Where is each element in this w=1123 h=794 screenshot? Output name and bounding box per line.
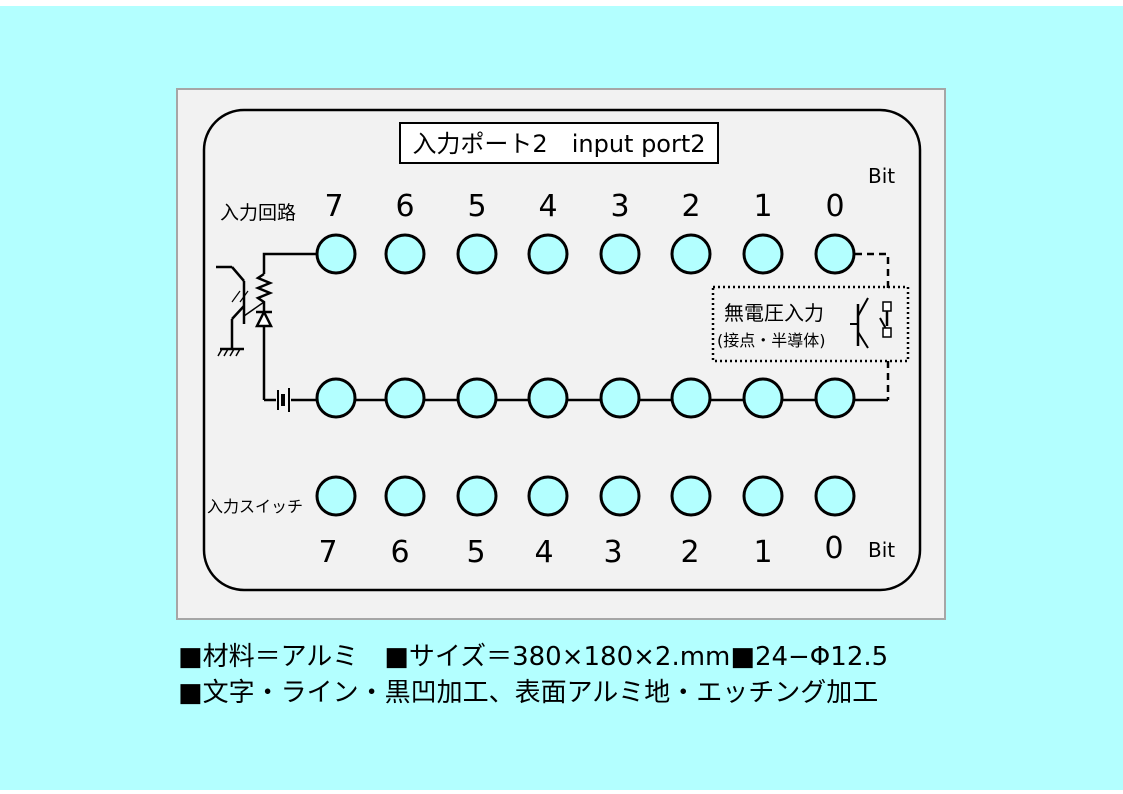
panel-diagram: 入力ポート2 input port2 Bit 入力回路 入力スイッチ Bit 7… xyxy=(202,108,922,592)
terminal-common-bit-4 xyxy=(527,377,569,419)
circuit-wiring xyxy=(216,252,891,402)
terminal-top-bit-4 xyxy=(527,233,569,275)
bit-numbers-top: 7 6 5 4 3 2 1 0 xyxy=(324,189,844,224)
bit-number-bottom-2: 2 xyxy=(680,535,699,570)
terminal-top-bit-3 xyxy=(599,233,641,275)
terminal-top-bit-7 xyxy=(315,233,357,275)
terminal-common-bit-7 xyxy=(315,377,357,419)
panel-title: 入力ポート2 input port2 xyxy=(412,130,705,158)
terminal-switch-bit-7 xyxy=(315,475,357,517)
contact-terminal-icon xyxy=(882,301,892,312)
bit-numbers-bottom: 7 6 5 4 3 2 1 0 xyxy=(318,531,843,570)
bit-number-bottom-3: 3 xyxy=(603,535,622,570)
bit-number-top-7: 7 xyxy=(324,189,343,224)
terminal-row-top xyxy=(315,233,856,275)
bit-label-bottom: Bit xyxy=(868,538,895,562)
bit-number-bottom-5: 5 xyxy=(466,535,485,570)
dry-contact-sub: (接点・半導体) xyxy=(717,331,826,350)
background: 入力ポート2 input port2 Bit 入力回路 入力スイッチ Bit 7… xyxy=(0,6,1123,790)
bit-number-top-1: 1 xyxy=(753,189,772,224)
terminal-switch-bit-0 xyxy=(814,475,856,517)
bit-number-top-3: 3 xyxy=(610,189,629,224)
bit-number-bottom-1: 1 xyxy=(753,535,772,570)
contact-terminal-icon xyxy=(882,327,892,338)
bit-label-top: Bit xyxy=(868,164,895,188)
spec-line-1: ■材料＝アルミ ■サイズ＝380×180×2.mm■24−Φ12.5 xyxy=(178,642,889,672)
bit-number-top-0: 0 xyxy=(825,189,844,224)
input-circuit-label: 入力回路 xyxy=(220,202,296,224)
bit-number-top-5: 5 xyxy=(467,189,486,224)
panel-border xyxy=(202,108,922,592)
bit-number-top-6: 6 xyxy=(395,189,414,224)
terminal-switch-bit-5 xyxy=(456,475,498,517)
dry-contact-label: 無電圧入力 xyxy=(724,301,824,325)
panel-plate xyxy=(176,88,946,620)
spec-line-2: ■文字・ライン・黒凹加工、表面アルミ地・エッチング加工 xyxy=(178,678,879,708)
terminal-top-bit-5 xyxy=(456,233,498,275)
terminal-common-bit-5 xyxy=(456,377,498,419)
terminal-common-bit-6 xyxy=(384,377,426,419)
terminal-top-bit-2 xyxy=(670,233,712,275)
terminal-common-bit-2 xyxy=(670,377,712,419)
terminal-top-bit-0 xyxy=(814,233,856,275)
bit-number-top-4: 4 xyxy=(538,189,557,224)
bit-number-bottom-0: 0 xyxy=(824,531,843,566)
terminal-top-bit-1 xyxy=(742,233,784,275)
terminal-switch-bit-2 xyxy=(670,475,712,517)
bit-number-bottom-6: 6 xyxy=(390,535,409,570)
input-switch-label: 入力スイッチ xyxy=(207,497,303,516)
bit-number-top-2: 2 xyxy=(681,189,700,224)
terminal-common-bit-1 xyxy=(742,377,784,419)
title-box xyxy=(399,122,719,164)
terminal-switch-bit-4 xyxy=(527,475,569,517)
terminal-common-bit-0 xyxy=(814,377,856,419)
terminal-switch-bit-1 xyxy=(742,475,784,517)
dry-contact-box xyxy=(711,285,910,363)
bit-number-bottom-4: 4 xyxy=(534,535,553,570)
terminal-row-common xyxy=(315,377,856,419)
terminal-top-bit-6 xyxy=(384,233,426,275)
terminal-switch-bit-6 xyxy=(384,475,426,517)
terminal-switch-bit-3 xyxy=(599,475,641,517)
terminal-common-bit-3 xyxy=(599,377,641,419)
bit-number-bottom-7: 7 xyxy=(318,535,337,570)
battery-icon xyxy=(277,388,290,412)
terminal-row-switch xyxy=(315,475,856,517)
